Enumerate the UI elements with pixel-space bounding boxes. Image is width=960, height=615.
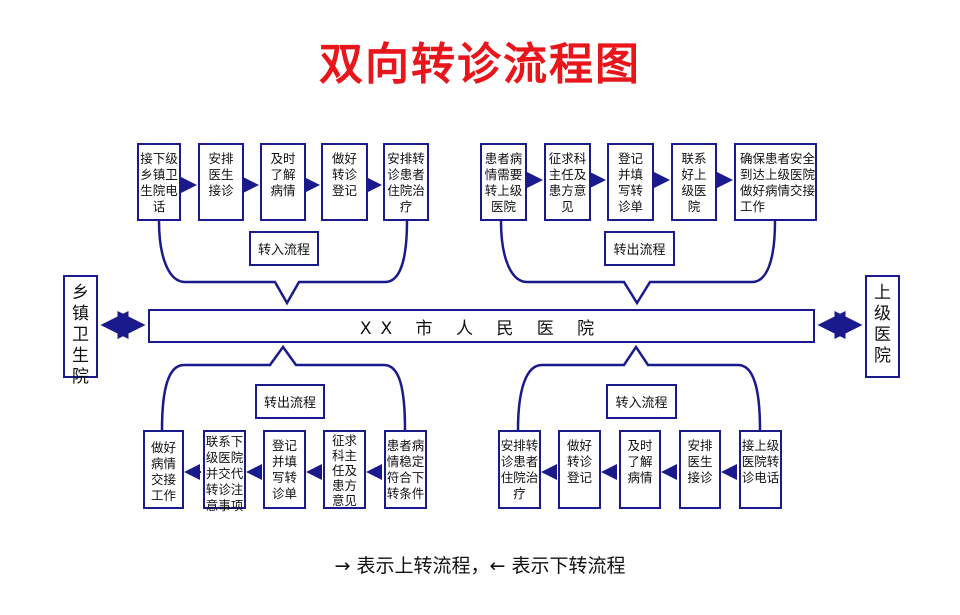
step-box: 做好 病情 交接 工作 xyxy=(143,430,184,509)
page-title: 双向转诊流程图 xyxy=(319,39,641,90)
step-box: 安排转 诊患者 住院治 疗 xyxy=(383,143,429,221)
step-box: 安排 医生 接诊 xyxy=(198,143,244,221)
superior-hospital-box: 上 级 医 院 xyxy=(865,275,900,378)
flow-label: 转出流程 xyxy=(604,231,675,266)
step-box: 接上级 医院转 诊电话 xyxy=(739,430,782,509)
bracket-bottom-right xyxy=(516,344,762,431)
township-hospital-box: 乡 镇 卫 生 院 xyxy=(63,275,98,387)
step-box: 患者病 情需要 转上级 医院 xyxy=(480,143,527,221)
step-box: 及时 了解 病情 xyxy=(619,430,661,509)
bracket-bottom-left xyxy=(160,344,407,431)
step-box: 接下级 乡镇卫 生院电 话 xyxy=(137,143,181,221)
step-box: 征求 科主 任及 患方 意见 xyxy=(323,430,366,509)
flow-label: 转入流程 xyxy=(606,384,677,419)
bracket-top-left xyxy=(157,220,409,306)
bracket-top-right xyxy=(499,220,777,306)
legend-text: → 表示上转流程，← 表示下转流程 xyxy=(334,555,626,577)
step-box: 安排转 诊患者 住院治 疗 xyxy=(498,430,541,509)
city-hospital-bar: XX 市 人 民 医 院 xyxy=(148,309,815,343)
step-box: 及时 了解 病情 xyxy=(260,143,306,221)
step-box: 确保患者安全 到达上级医院 做好病情交接 工作 xyxy=(734,143,817,221)
step-box: 登记 并填 写转 诊单 xyxy=(263,430,306,509)
step-box: 安排 医生 接诊 xyxy=(679,430,721,509)
step-box: 登记 并填 写转 诊单 xyxy=(607,143,654,221)
step-box: 患者病 情稳定 符合下 转条件 xyxy=(384,430,427,509)
step-box: 联系 好上 级医 院 xyxy=(671,143,717,221)
step-box: 做好 转诊 登记 xyxy=(558,430,601,509)
step-box: 联系下 级医院 并交代 转诊注 意事项 xyxy=(203,430,246,513)
flow-label: 转入流程 xyxy=(249,231,319,266)
step-box: 征求科 主任及 患方意 见 xyxy=(544,143,591,221)
flow-label: 转出流程 xyxy=(255,384,325,419)
step-box: 做好 转诊 登记 xyxy=(321,143,368,221)
